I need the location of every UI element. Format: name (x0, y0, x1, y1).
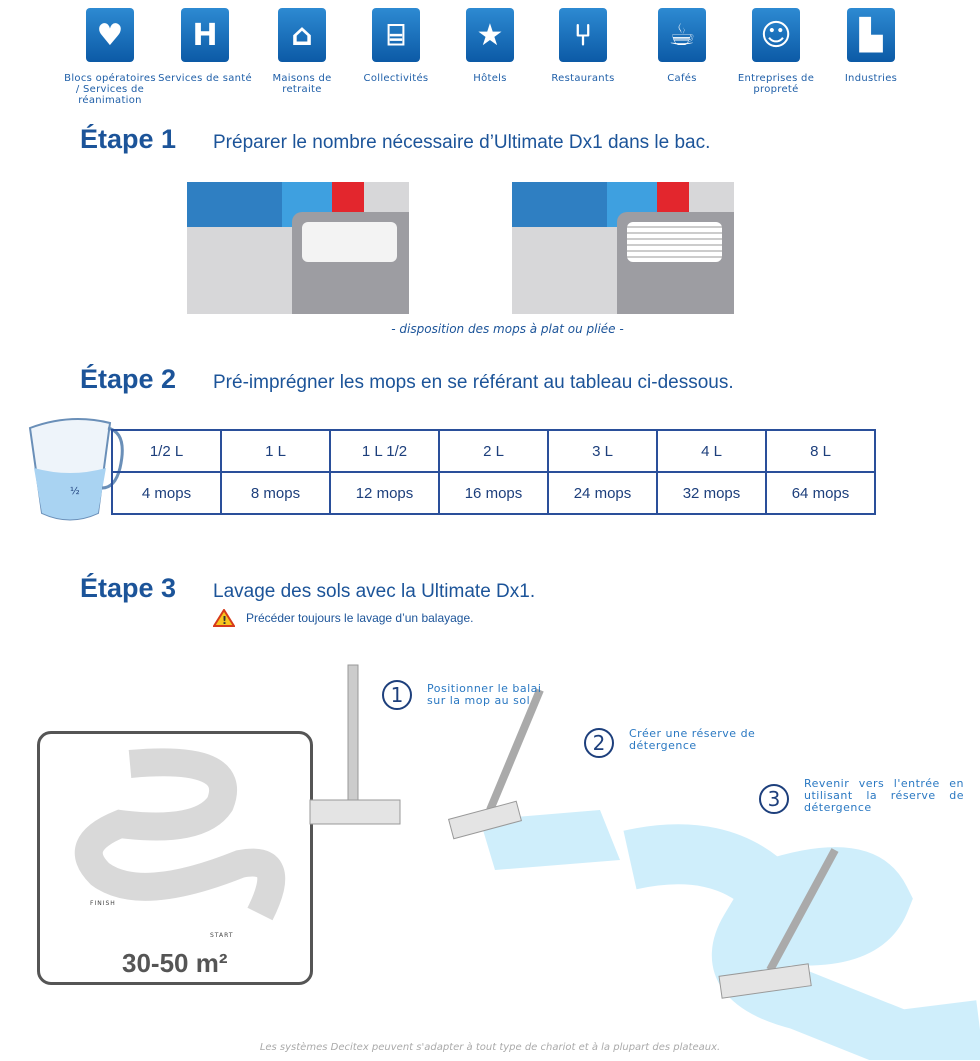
step3-description: Lavage des sols avec la Ultimate Dx1. (213, 581, 536, 602)
sector-0: ♥ Blocs opératoires / Services de réanima… (62, 8, 158, 106)
measuring-jug-icon: ½ (28, 418, 124, 521)
factory-icon: ▙ (847, 8, 895, 62)
volume-cell: 2 L (438, 429, 549, 473)
volume-cell: 1 L 1/2 (329, 429, 440, 473)
svg-text:!: ! (222, 614, 227, 627)
cleaner-icon: ☺ (752, 8, 800, 62)
mops-cell: 8 mops (220, 471, 331, 515)
sector-label: Cafés (667, 73, 697, 84)
volume-cell: 8 L (765, 429, 876, 473)
step-number-3: 3 (759, 784, 789, 814)
sector-label: Services de santé (158, 73, 252, 84)
elderly-person-icon: ⌂ (278, 8, 326, 62)
step1-title: Étape 1 (80, 124, 177, 154)
sector-label: Restaurants (551, 73, 615, 84)
footer-note: Les systèmes Decitex peuvent s'adapter à… (259, 1042, 721, 1053)
instruction-text: Positionner le balai sur la mop au sol (427, 682, 542, 707)
area-label: 30-50 m² (122, 948, 228, 978)
step-number-2: 2 (584, 728, 614, 758)
step2-title: Étape 2 (80, 364, 177, 394)
instruction-text: Revenir vers l'entrée en utilisant la ré… (804, 777, 964, 814)
s-pattern-illustration (74, 748, 286, 921)
sector-label: Collectivités (363, 73, 429, 84)
step2-description: Pré-imprégner les mops en se référant au… (213, 372, 734, 393)
fork-knife-icon: ⑂ (559, 8, 607, 62)
sector-2: ⌂ Maisons de retraite (254, 8, 350, 95)
instruction-text: Créer une réserve de détergence (629, 727, 756, 752)
sector-5: ⑂ Restaurants (535, 8, 631, 84)
tray-folded-image (512, 182, 734, 314)
volume-cell: 1/2 L (111, 429, 222, 473)
sector-label: Industries (844, 73, 898, 84)
sector-label: Entreprises de propreté (737, 73, 815, 95)
mops-cell: 16 mops (438, 471, 549, 515)
jug-half-mark: ½ (70, 485, 80, 497)
step3-title: Étape 3 (80, 573, 177, 603)
step1-description: Préparer le nombre nécessaire d’Ultimate… (213, 132, 711, 153)
sector-4: ★ Hôtels (442, 8, 538, 84)
warning-text: Précéder toujours le lavage d’un balayag… (246, 611, 474, 625)
mopping-illustration (309, 664, 980, 1060)
floor-pattern-box: FINISH START 30-50 m² (37, 731, 313, 985)
sector-7: ☺ Entreprises de propreté (728, 8, 824, 95)
volume-cell: 4 L (656, 429, 767, 473)
hotel-bed-icon: ★ (466, 8, 514, 62)
tray-flat-image (187, 182, 409, 314)
hospital-icon: H (181, 8, 229, 62)
step1-caption: - disposition des mops à plat ou pliée - (391, 322, 624, 336)
sector-1: H Services de santé (157, 8, 253, 84)
volume-cell: 3 L (547, 429, 658, 473)
building-icon: ⌸ (372, 8, 420, 62)
sector-label: Maisons de retraite (272, 73, 332, 95)
mops-cell: 4 mops (111, 471, 222, 515)
mops-cell: 32 mops (656, 471, 767, 515)
mops-cell: 64 mops (765, 471, 876, 515)
finish-label: FINISH (90, 900, 116, 907)
heart-icon: ♥ (86, 8, 134, 62)
sector-label: Blocs opératoires / Services de réanimat… (64, 73, 156, 106)
volume-cell: 1 L (220, 429, 331, 473)
mops-cell: 12 mops (329, 471, 440, 515)
coffee-cup-icon: ☕ (658, 8, 706, 62)
step-number-1: 1 (382, 680, 412, 710)
sector-8: ▙ Industries (823, 8, 919, 84)
sector-3: ⌸ Collectivités (348, 8, 444, 84)
warning-icon: ! (213, 609, 235, 627)
sector-label: Hôtels (473, 73, 507, 84)
start-label: START (210, 932, 234, 939)
mops-cell: 24 mops (547, 471, 658, 515)
sector-6: ☕ Cafés (634, 8, 730, 84)
